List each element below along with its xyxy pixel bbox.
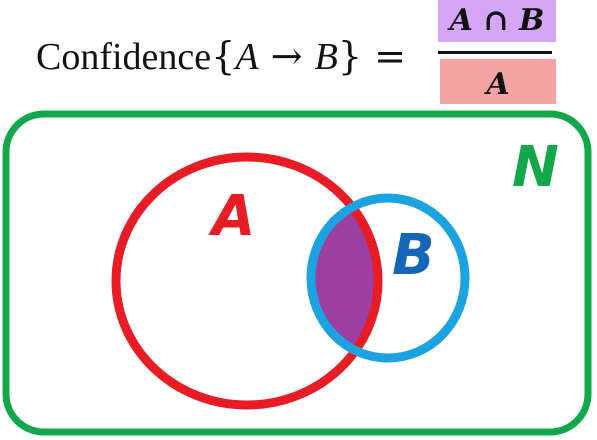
formula-equals: = <box>374 34 406 78</box>
formula-consequent: B <box>314 36 338 78</box>
fraction-denominator: A <box>440 59 556 104</box>
confidence-fraction: A ∩ B A <box>438 0 558 106</box>
set-b-label: B <box>392 223 435 288</box>
set-b-circle <box>306 193 470 363</box>
intersection-region <box>311 198 378 358</box>
fraction-numerator: A ∩ B <box>438 0 556 42</box>
formula-arrow: → <box>270 34 303 78</box>
formula-close-brace: } <box>337 34 362 78</box>
formula-open-brace: { <box>211 34 236 78</box>
set-a-circle <box>111 152 383 410</box>
formula-prefix: Confidence <box>36 36 212 78</box>
formula-antecedent: A <box>235 36 259 78</box>
set-a-label: A <box>212 184 256 249</box>
universe-label: N <box>512 135 559 200</box>
universe-rectangle <box>2 110 592 436</box>
confidence-formula-lhs: Confidence{A → B} = <box>36 34 406 79</box>
fraction-bar <box>438 51 552 54</box>
